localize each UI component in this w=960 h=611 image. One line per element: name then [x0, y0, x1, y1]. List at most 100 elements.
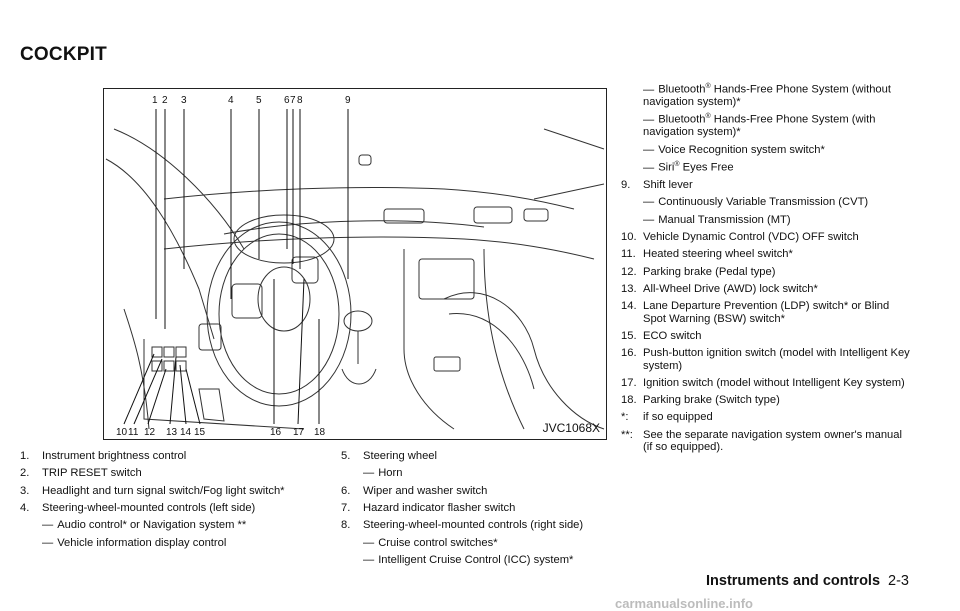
- item-text: Ignition switch (model without Intellige…: [643, 376, 905, 389]
- sub-item: —Bluetooth® Hands-Free Phone System (wit…: [621, 113, 911, 138]
- sub-item: —Vehicle information display control: [20, 537, 320, 549]
- list-item: 17. Ignition switch (model without Intel…: [621, 377, 911, 389]
- sub-item: —Manual Transmission (MT): [621, 214, 911, 226]
- callout-4: 4: [228, 95, 234, 106]
- callout-9: 9: [345, 95, 351, 106]
- item-text: Instrument brightness control: [42, 450, 187, 462]
- list-item: 10. Vehicle Dynamic Control (VDC) OFF sw…: [621, 231, 911, 243]
- figure-code: JVC1068X: [542, 421, 600, 435]
- sub-item: —Siri® Eyes Free: [621, 161, 911, 174]
- item-text: Vehicle Dynamic Control (VDC) OFF switch: [643, 231, 859, 244]
- dash-glyph: —: [42, 519, 54, 532]
- sub-item: —Horn: [341, 467, 611, 479]
- sub-item-text: Hands-Free Phone System (with navigation…: [643, 114, 876, 139]
- dash-glyph: —: [643, 161, 655, 174]
- list-item: 4. Steering-wheel-mounted controls (left…: [20, 502, 320, 514]
- list-item: 6. Wiper and washer switch: [341, 485, 611, 497]
- registered-mark: ®: [674, 161, 680, 169]
- callout-17: 17: [293, 427, 305, 438]
- dash-glyph: —: [363, 467, 375, 480]
- list-item: 5. Steering wheel: [341, 450, 611, 462]
- page-title: COCKPIT: [20, 44, 107, 65]
- item-number: 10.: [621, 231, 637, 244]
- item-number: 9.: [621, 179, 631, 192]
- item-text: TRIP RESET switch: [42, 467, 142, 480]
- callout-1: 1: [152, 95, 158, 106]
- item-number: 6.: [341, 484, 351, 497]
- sub-item-text: Siri: [658, 161, 675, 174]
- item-text: ECO switch: [643, 329, 702, 342]
- item-number: 14.: [621, 300, 637, 313]
- dash-glyph: —: [643, 196, 655, 209]
- footnote: *: if so equipped: [621, 411, 911, 423]
- callout-12: 12: [144, 427, 156, 438]
- item-text: Steering wheel: [363, 450, 438, 462]
- list-item: 3. Headlight and turn signal switch/Fog …: [20, 485, 320, 497]
- sub-item-text: Bluetooth: [658, 114, 706, 127]
- callout-10: 10: [116, 427, 128, 438]
- dash-glyph: —: [42, 536, 54, 549]
- sub-item-text: Cruise control switches*: [378, 536, 498, 549]
- list-item: 11. Heated steering wheel switch*: [621, 248, 911, 260]
- sub-item: —Continuously Variable Transmission (CVT…: [621, 196, 911, 208]
- list-item: 1. Instrument brightness control: [20, 450, 320, 462]
- cockpit-illustration: 1 2 3 4 5 6 7 8 9 10 11 12 13 14 15 16 1…: [103, 88, 607, 440]
- sub-item-text: Manual Transmission (MT): [658, 213, 791, 226]
- item-text: Steering-wheel-mounted controls (left si…: [42, 501, 256, 514]
- page-number: 2-3: [888, 573, 909, 589]
- item-text: Shift lever: [643, 179, 693, 192]
- footnote-mark: **:: [621, 428, 633, 441]
- dash-glyph: —: [363, 553, 375, 566]
- list-item: 12. Parking brake (Pedal type): [621, 266, 911, 278]
- callout-3: 3: [181, 95, 187, 106]
- item-number: 4.: [20, 501, 30, 514]
- callout-7: 7: [290, 95, 296, 106]
- sub-item-text: Bluetooth: [658, 83, 706, 96]
- list-item: 14. Lane Departure Prevention (LDP) swit…: [621, 300, 911, 325]
- item-number: 3.: [20, 484, 30, 497]
- legend-column-3: —Bluetooth® Hands-Free Phone System (wit…: [621, 83, 911, 458]
- footnote: **: See the separate navigation system o…: [621, 429, 911, 454]
- sub-item: —Audio control* or Navigation system **: [20, 519, 320, 531]
- item-number: 1.: [20, 450, 30, 462]
- sub-item: —Voice Recognition system switch*: [621, 144, 911, 156]
- list-item: 9. Shift lever: [621, 179, 911, 191]
- item-text: Wiper and washer switch: [363, 484, 488, 497]
- callout-11: 11: [128, 427, 139, 438]
- item-number: 15.: [621, 329, 637, 342]
- sub-item-text: Continuously Variable Transmission (CVT): [658, 196, 869, 209]
- item-text: Parking brake (Pedal type): [643, 265, 776, 278]
- sub-item-text: Horn: [378, 467, 403, 480]
- callout-16: 16: [270, 427, 282, 438]
- list-item: 15. ECO switch: [621, 330, 911, 342]
- item-number: 11.: [621, 248, 636, 261]
- sub-item-text: Hands-Free Phone System (without navigat…: [643, 83, 891, 109]
- callout-8: 8: [297, 95, 303, 106]
- item-number: 8.: [341, 519, 351, 532]
- item-number: 17.: [621, 376, 637, 389]
- item-number: 18.: [621, 394, 637, 407]
- sub-item-text: Audio control* or Navigation system **: [57, 519, 247, 532]
- callout-5: 5: [256, 95, 262, 106]
- item-number: 12.: [621, 265, 637, 278]
- callout-13: 13: [166, 427, 178, 438]
- dash-glyph: —: [643, 143, 655, 156]
- list-item: 2. TRIP RESET switch: [20, 467, 320, 479]
- dash-glyph: —: [643, 83, 655, 96]
- footer-section: Instruments and controls: [706, 573, 881, 589]
- legend-column-2: 5. Steering wheel —Horn 6. Wiper and was…: [341, 450, 611, 571]
- footnote-text: See the separate navigation system owner…: [643, 428, 902, 454]
- list-item: 8. Steering-wheel-mounted controls (righ…: [341, 519, 611, 531]
- sub-item-text: Voice Recognition system switch*: [658, 143, 825, 156]
- item-text: Push-button ignition switch (model with …: [643, 347, 910, 372]
- list-item: 16. Push-button ignition switch (model w…: [621, 347, 911, 372]
- item-number: 5.: [341, 450, 351, 462]
- sub-item-text: Vehicle information display control: [57, 536, 227, 549]
- sub-item-text: Eyes Free: [682, 161, 734, 174]
- callout-14: 14: [180, 427, 192, 438]
- list-item: 18. Parking brake (Switch type): [621, 394, 911, 406]
- list-item: 7. Hazard indicator flasher switch: [341, 502, 611, 514]
- item-text: Headlight and turn signal switch/Fog lig…: [42, 484, 285, 497]
- legend-column-1: 1. Instrument brightness control 2. TRIP…: [20, 450, 320, 554]
- sub-item: —Cruise control switches*: [341, 537, 611, 549]
